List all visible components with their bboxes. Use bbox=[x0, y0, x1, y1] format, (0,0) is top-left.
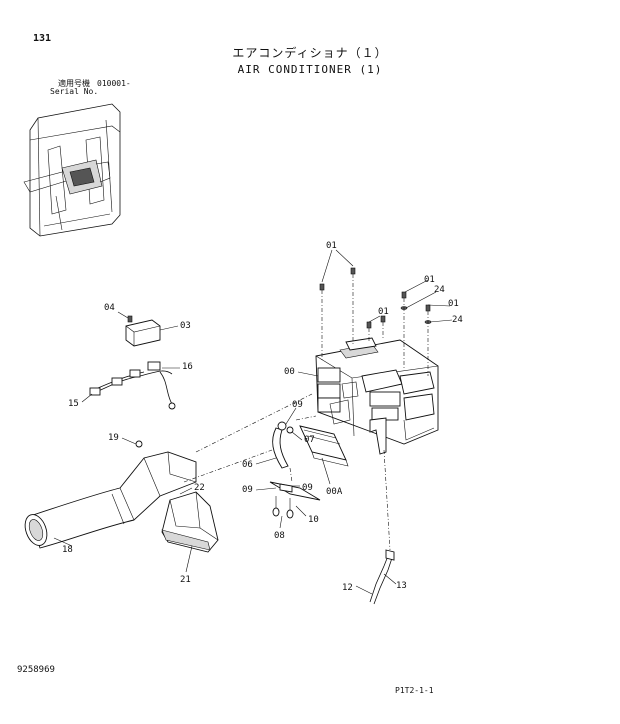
drain-tube bbox=[369, 449, 395, 605]
filter-panel bbox=[299, 425, 349, 467]
callout-06: 06 bbox=[242, 460, 253, 470]
page-title-japanese: エアコンディショナ（１） bbox=[232, 46, 388, 60]
callout-22: 22 bbox=[194, 483, 205, 493]
callout-01-c: 01 bbox=[378, 307, 389, 317]
serial-label-japanese: 適用号機 bbox=[58, 79, 90, 88]
leader-lines bbox=[53, 249, 453, 595]
callout-00: 00 bbox=[284, 367, 295, 377]
page-reference: P1T2-1-1 bbox=[395, 686, 434, 695]
callout-09-c: 09 bbox=[302, 483, 313, 493]
controller-unit bbox=[125, 315, 161, 347]
wire-harness bbox=[89, 361, 176, 410]
cab-location-thumbnail bbox=[23, 103, 121, 237]
callout-12: 12 bbox=[342, 583, 353, 593]
document-id: 9258969 bbox=[17, 665, 55, 675]
callout-24-a: 24 bbox=[434, 285, 445, 295]
air-conditioner-unit bbox=[315, 337, 439, 455]
callout-13: 13 bbox=[396, 581, 407, 591]
callout-16: 16 bbox=[182, 362, 193, 372]
callout-19: 19 bbox=[108, 433, 119, 443]
callout-21: 21 bbox=[180, 575, 191, 585]
callout-01-d: 01 bbox=[448, 299, 459, 309]
callout-00A: 00A bbox=[326, 487, 343, 497]
callout-10: 10 bbox=[308, 515, 319, 525]
bolts-and-washers bbox=[319, 267, 432, 376]
callout-07: 07 bbox=[304, 435, 315, 445]
callout-09-b: 09 bbox=[242, 485, 253, 495]
callout-18: 18 bbox=[62, 545, 73, 555]
callout-01-b: 01 bbox=[424, 275, 435, 285]
callout-03: 03 bbox=[180, 321, 191, 331]
callout-04: 04 bbox=[104, 303, 115, 313]
callout-09-a: 09 bbox=[292, 400, 303, 410]
callout-01-a: 01 bbox=[326, 241, 337, 251]
serial-number-value: 010001- bbox=[97, 79, 131, 88]
callout-15: 15 bbox=[68, 399, 79, 409]
air-duct bbox=[24, 440, 197, 549]
callout-labels: 01 01 24 01 01 24 04 03 16 15 00 09 07 0… bbox=[62, 241, 463, 593]
serial-label-english: Serial No. bbox=[50, 87, 99, 96]
page-title-english: AIR CONDITIONER (1) bbox=[237, 63, 383, 76]
page-number: 131 bbox=[33, 33, 52, 44]
callout-24-b: 24 bbox=[452, 315, 463, 325]
air-duct-lower bbox=[161, 491, 219, 553]
assembly-lines bbox=[183, 393, 317, 483]
callout-08: 08 bbox=[274, 531, 285, 541]
drain-hose bbox=[269, 421, 321, 519]
